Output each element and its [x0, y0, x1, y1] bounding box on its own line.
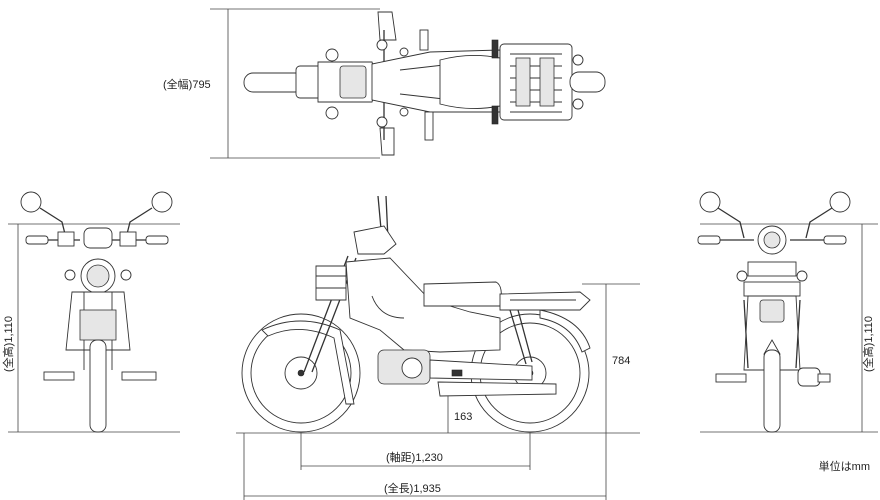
side-view: 784 163 (軸距)1,230 (全長)1,935	[236, 195, 640, 500]
ground-clearance-label: 163	[454, 411, 472, 423]
height-dimension-label-left: (全高)1,110	[1, 316, 15, 372]
wheelbase-label: (軸距)1,230	[386, 450, 443, 464]
top-view: (全幅)795	[163, 8, 606, 159]
length-label: (全長)1,935	[384, 481, 441, 495]
front-view: (全高)1,110	[1, 191, 180, 433]
rear-view: (全高)1,110	[697, 191, 878, 433]
unit-note: 単位はmm	[818, 461, 870, 473]
height-dimension-label-right: (全高)1,110	[861, 316, 875, 372]
seat-height-label: 784	[612, 355, 630, 367]
width-dimension-label: (全幅)795	[163, 77, 211, 91]
